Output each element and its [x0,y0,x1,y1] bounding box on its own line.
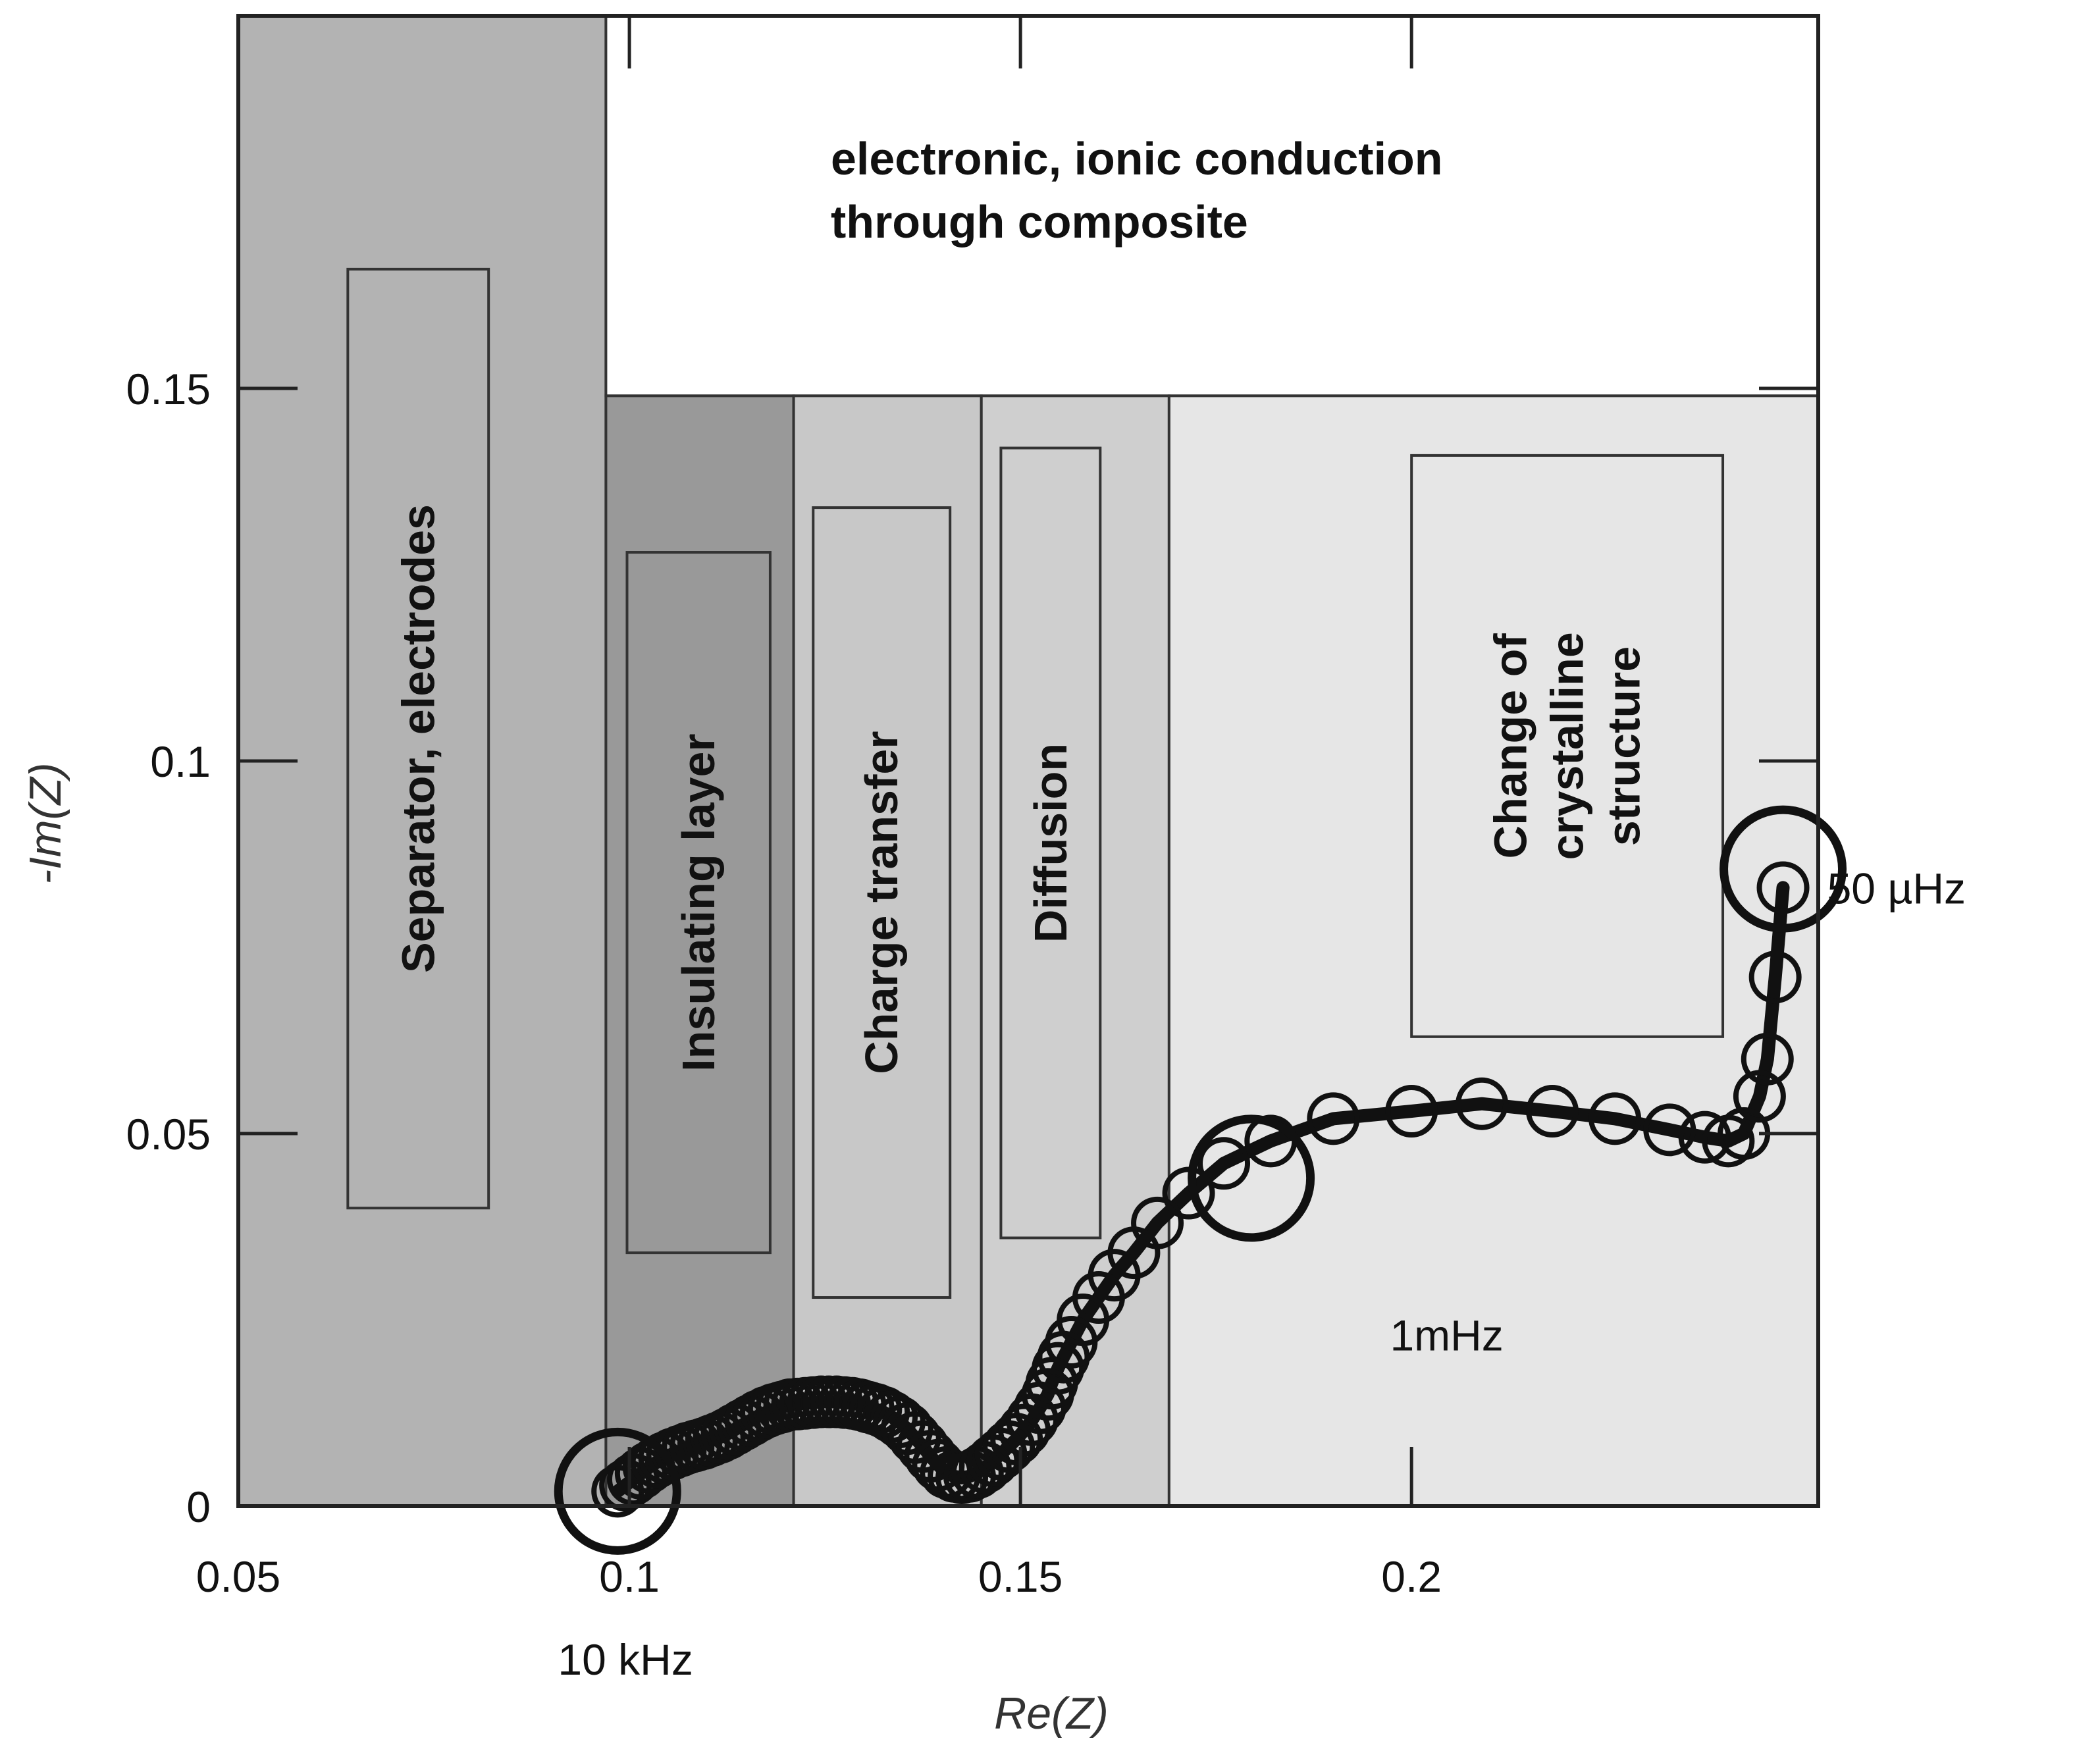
region-label-change-of-crystalline-structure-1: crystalline [1542,632,1593,860]
region-box-change-of-crystalline-structure [1410,454,1725,1038]
region-label-diffusion-0: Diffusion [1025,743,1076,943]
annotation-50-hz: 50 µHz [1827,864,1966,912]
annotation-1mhz: 1mHz [1390,1311,1503,1360]
region-box-charge-transfer [812,506,952,1299]
region-label-electronic-ionic-conduction-through-composite-1: through composite [831,196,1248,248]
region-label-group-separator-electrodes: Separator, electrodes [392,504,444,973]
data-point-77 [1733,1070,1786,1123]
regions-layer: Separator, electrodes electronic, ionic c… [237,14,1820,1508]
y-tick-label-0: 0 [186,1482,211,1531]
data-point-74 [1678,1111,1731,1164]
x-tick-label-3: 0.2 [1381,1552,1442,1601]
region-separator-electrodes [237,14,608,1507]
region-label-change-of-crystalline-structure-2: structure [1598,646,1650,846]
region-change-of-crystalline-structure [1167,394,1820,1508]
x-axis-title: Re(Z) [994,1688,1109,1739]
region-box-separator-electrodes [346,267,490,1210]
data-point-68 [1307,1092,1360,1145]
axis-ticks: 0.05 0.1 0.15 0.2 0 0.05 0.1 0.15 [126,16,1818,1601]
region-label-group-diffusion: Diffusion [1025,743,1076,943]
region-label-change-of-crystalline-structure-0: Change of [1485,633,1536,859]
x-tick-label-2: 0.15 [978,1552,1063,1601]
data-points-layer [554,805,1847,1555]
region-box-insulating-layer [625,551,772,1255]
y-tick-label-2: 0.1 [150,737,211,786]
region-insulating-layer [604,394,795,1508]
region-label-group-charge-transfer: Charge transfer [856,731,907,1074]
region-label-insulating-layer-0: Insulating layer [673,733,724,1071]
region-label-group-insulating-layer: Insulating layer [673,733,724,1071]
highlight-marker-2 [1719,805,1847,933]
data-point-73 [1643,1103,1696,1157]
y-tick-label-3: 0.15 [126,365,211,413]
x-tick-label-0: 0.05 [196,1552,280,1601]
annotation-10-khz: 10 kHz [558,1635,693,1684]
region-label-electronic-ionic-conduction-through-composite-0: electronic, ionic conduction [831,133,1443,184]
data-point-66 [1197,1137,1251,1190]
data-point-70 [1456,1077,1509,1130]
data-point-71 [1526,1085,1579,1138]
data-point-79 [1748,951,1802,1004]
y-tick-label-1: 0.05 [126,1110,211,1159]
region-electronic-ionic-conduction-through-composite [604,14,1820,398]
y-axis-title: -Im(Z) [20,762,70,884]
region-box-diffusion [999,446,1102,1240]
region-label-separator-electrodes-0: Separator, electrodes [392,504,444,973]
data-point-80 [1756,861,1810,914]
data-point-64 [1131,1196,1184,1249]
highlight-marker-0 [554,1427,681,1555]
data-point-69 [1385,1085,1438,1138]
x-tick-label-1: 0.1 [599,1552,660,1601]
region-label-charge-transfer-0: Charge transfer [856,731,907,1074]
annotations-layer: 10 kHz 1mHz 50 µHz [558,864,1966,1684]
data-point-78 [1741,1032,1794,1086]
highlight-marker-1 [1188,1114,1315,1242]
data-point-72 [1588,1092,1642,1145]
